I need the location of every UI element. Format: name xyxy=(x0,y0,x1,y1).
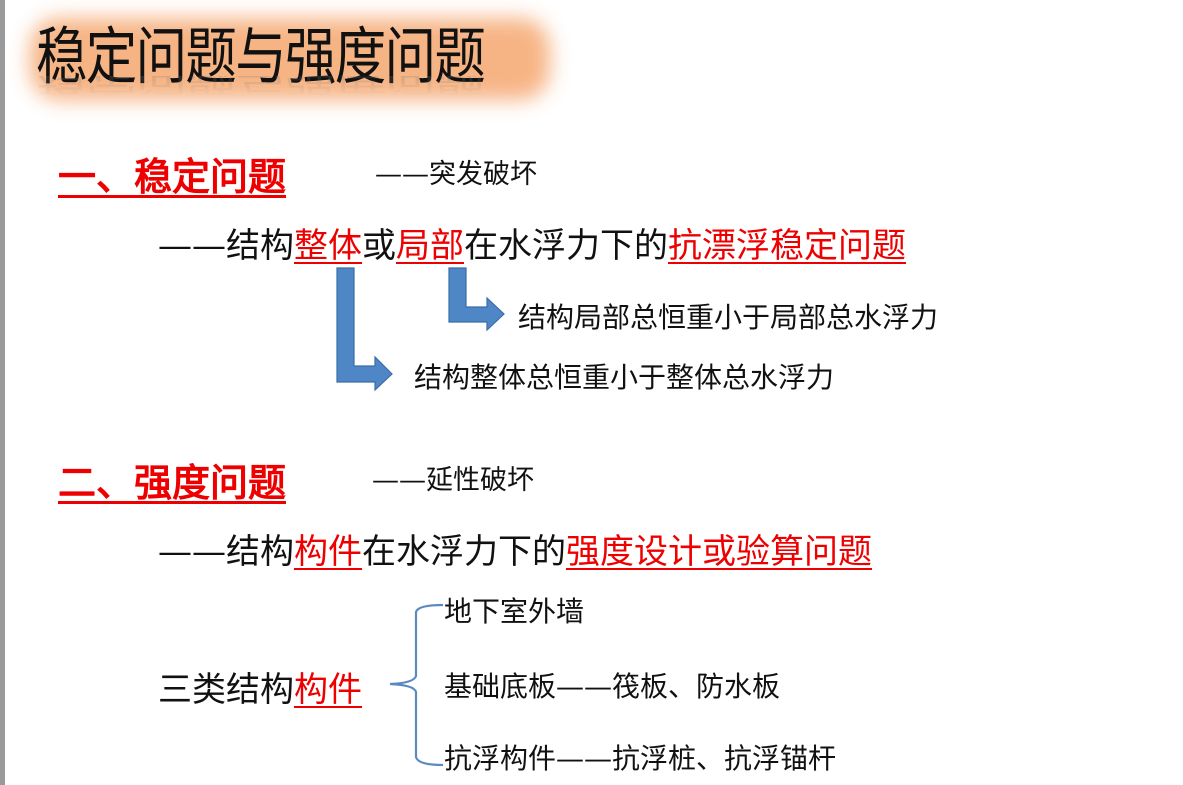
section1-heading: 一、稳定问题 xyxy=(58,155,287,199)
bent-arrow-local-icon xyxy=(448,267,505,332)
highlight-whole: 整体 xyxy=(294,226,362,266)
slide-left-border xyxy=(0,0,5,785)
bent-arrow-whole-icon xyxy=(336,267,393,392)
highlight-group-component: 构件 xyxy=(294,670,362,710)
component-item-2: 基础底板——筏板、防水板 xyxy=(444,670,781,703)
section2-desc-prefix: ——结构 xyxy=(158,532,294,572)
section1-desc-mid1: 或 xyxy=(362,226,396,266)
group-label-prefix: 三类结构 xyxy=(158,670,294,710)
highlight-component: 构件 xyxy=(294,532,362,572)
section1-description: ——结构整体或局部在水浮力下的抗漂浮稳定问题 xyxy=(158,218,906,267)
section1-desc-mid2: 在水浮力下的 xyxy=(464,226,668,266)
slide-title-block: 稳定问题与强度问题 xyxy=(24,8,554,100)
section2-note: ——延性破坏 xyxy=(372,465,534,496)
section2-heading: 二、强度问题 xyxy=(58,461,287,505)
component-item-3: 抗浮构件——抗浮桩、抗浮锚杆 xyxy=(444,742,837,775)
highlight-strength-design: 强度设计或验算问题 xyxy=(566,532,872,572)
slide-title: 稳定问题与强度问题 xyxy=(36,20,486,93)
component-item-1: 地下室外墙 xyxy=(444,595,585,628)
section1-note: ——突发破坏 xyxy=(375,159,537,190)
highlight-local: 局部 xyxy=(396,226,464,266)
section2-desc-mid1: 在水浮力下的 xyxy=(362,532,566,572)
branch-whole: 结构整体总恒重小于整体总水浮力 xyxy=(414,361,835,394)
branch-local: 结构局部总恒重小于局部总水浮力 xyxy=(518,301,939,334)
highlight-anti-float-stability: 抗漂浮稳定问题 xyxy=(668,226,906,266)
left-brace-icon xyxy=(389,603,444,767)
section1-desc-prefix: ——结构 xyxy=(158,226,294,266)
component-group-label: 三类结构构件 xyxy=(158,662,362,711)
section2-description: ——结构构件在水浮力下的强度设计或验算问题 xyxy=(158,524,872,573)
title-glow xyxy=(30,18,550,100)
